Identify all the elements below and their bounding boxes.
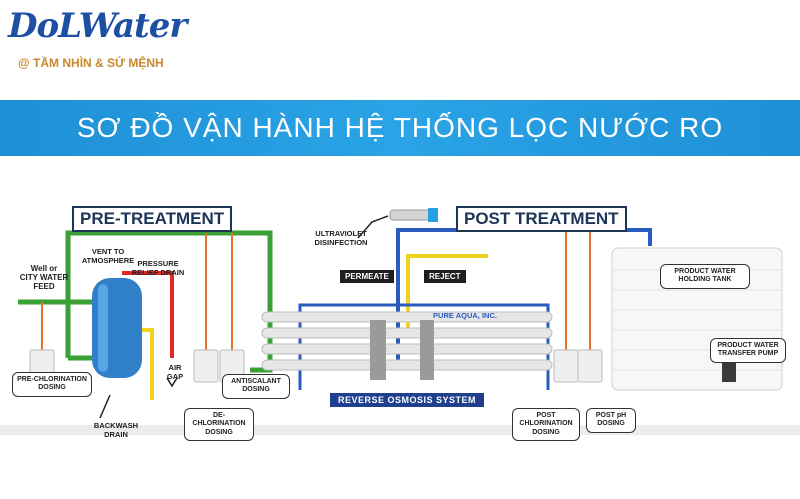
- page-title: SƠ ĐỒ VẬN HÀNH HỆ THỐNG LỌC NƯỚC RO: [76, 112, 724, 143]
- air-gap-symbol: [166, 377, 178, 388]
- tank-label: PRODUCT WATER HOLDING TANK: [660, 264, 750, 289]
- antiscalant-label: ANTISCALANT DOSING: [222, 374, 290, 399]
- reject-yellow-pipe: [406, 254, 488, 335]
- logo-brand-text: DoLWater: [8, 6, 187, 46]
- air-gap-label: AIR GAP: [166, 363, 184, 381]
- ro-system-tag: REVERSE OSMOSIS SYSTEM: [330, 393, 485, 407]
- pre-treatment-label: PRE-TREATMENT: [72, 206, 233, 232]
- pretreatment-green-pipe: [65, 230, 273, 373]
- brand-logo: DoLWater @ TẦM NHÌN & SỨ MỆNH: [8, 6, 228, 76]
- floor-strip: [0, 425, 800, 435]
- pure-aqua-label: PURE AQUA, INC.: [433, 311, 497, 320]
- title-banner: SƠ ĐỒ VẬN HÀNH HỆ THỐNG LỌC NƯỚC RO: [0, 100, 800, 156]
- ro-process-diagram: PRE-TREATMENT POST TREATMENT Well or CIT…: [0, 160, 800, 494]
- post-treatment-label: POST TREATMENT: [456, 206, 627, 232]
- uv-callout-arrow: [357, 215, 389, 239]
- uv-unit: [389, 209, 433, 221]
- backwash-callout-arrow: [99, 394, 111, 419]
- pre-chlorination-label: PRE-CHLORINATION DOSING: [12, 372, 92, 397]
- dosing-tank-de-chlorination: [193, 349, 219, 383]
- reject-tag: REJECT: [424, 270, 466, 283]
- dosing-tank-post-chlorination: [553, 349, 579, 383]
- backwash-drain-label: BACKWASH DRAIN: [93, 421, 139, 439]
- tank-ribs: [612, 269, 782, 371]
- drain-yellow-pipe: [140, 328, 154, 400]
- multimedia-filter-highlight: [98, 284, 108, 372]
- uv-label: ULTRAVIOLET DISINFECTION: [314, 229, 368, 247]
- dosing-tank-post-ph: [577, 349, 603, 383]
- post-ph-label: POST pH DOSING: [586, 408, 636, 433]
- ro-membrane-rack: [261, 311, 553, 380]
- permeate-tag: PERMEATE: [340, 270, 394, 283]
- post-chlorination-label: POST CHLORINATION DOSING: [512, 408, 580, 442]
- transfer-pump-label: PRODUCT WATER TRANSFER PUMP: [710, 338, 786, 363]
- pressure-relief-label: PRESSURE RELIEF DRAIN: [131, 259, 185, 277]
- logo-tagline: @ TẦM NHÌN & SỨ MỆNH: [18, 56, 164, 70]
- de-chlorination-label: DE-CHLORINATION DOSING: [184, 408, 254, 442]
- uv-cap: [428, 208, 438, 222]
- feed-label: Well or CITY WATER FEED: [19, 264, 69, 292]
- vent-label: VENT TO ATMOSPHERE: [81, 247, 135, 265]
- relief-red-pipe: [122, 271, 174, 358]
